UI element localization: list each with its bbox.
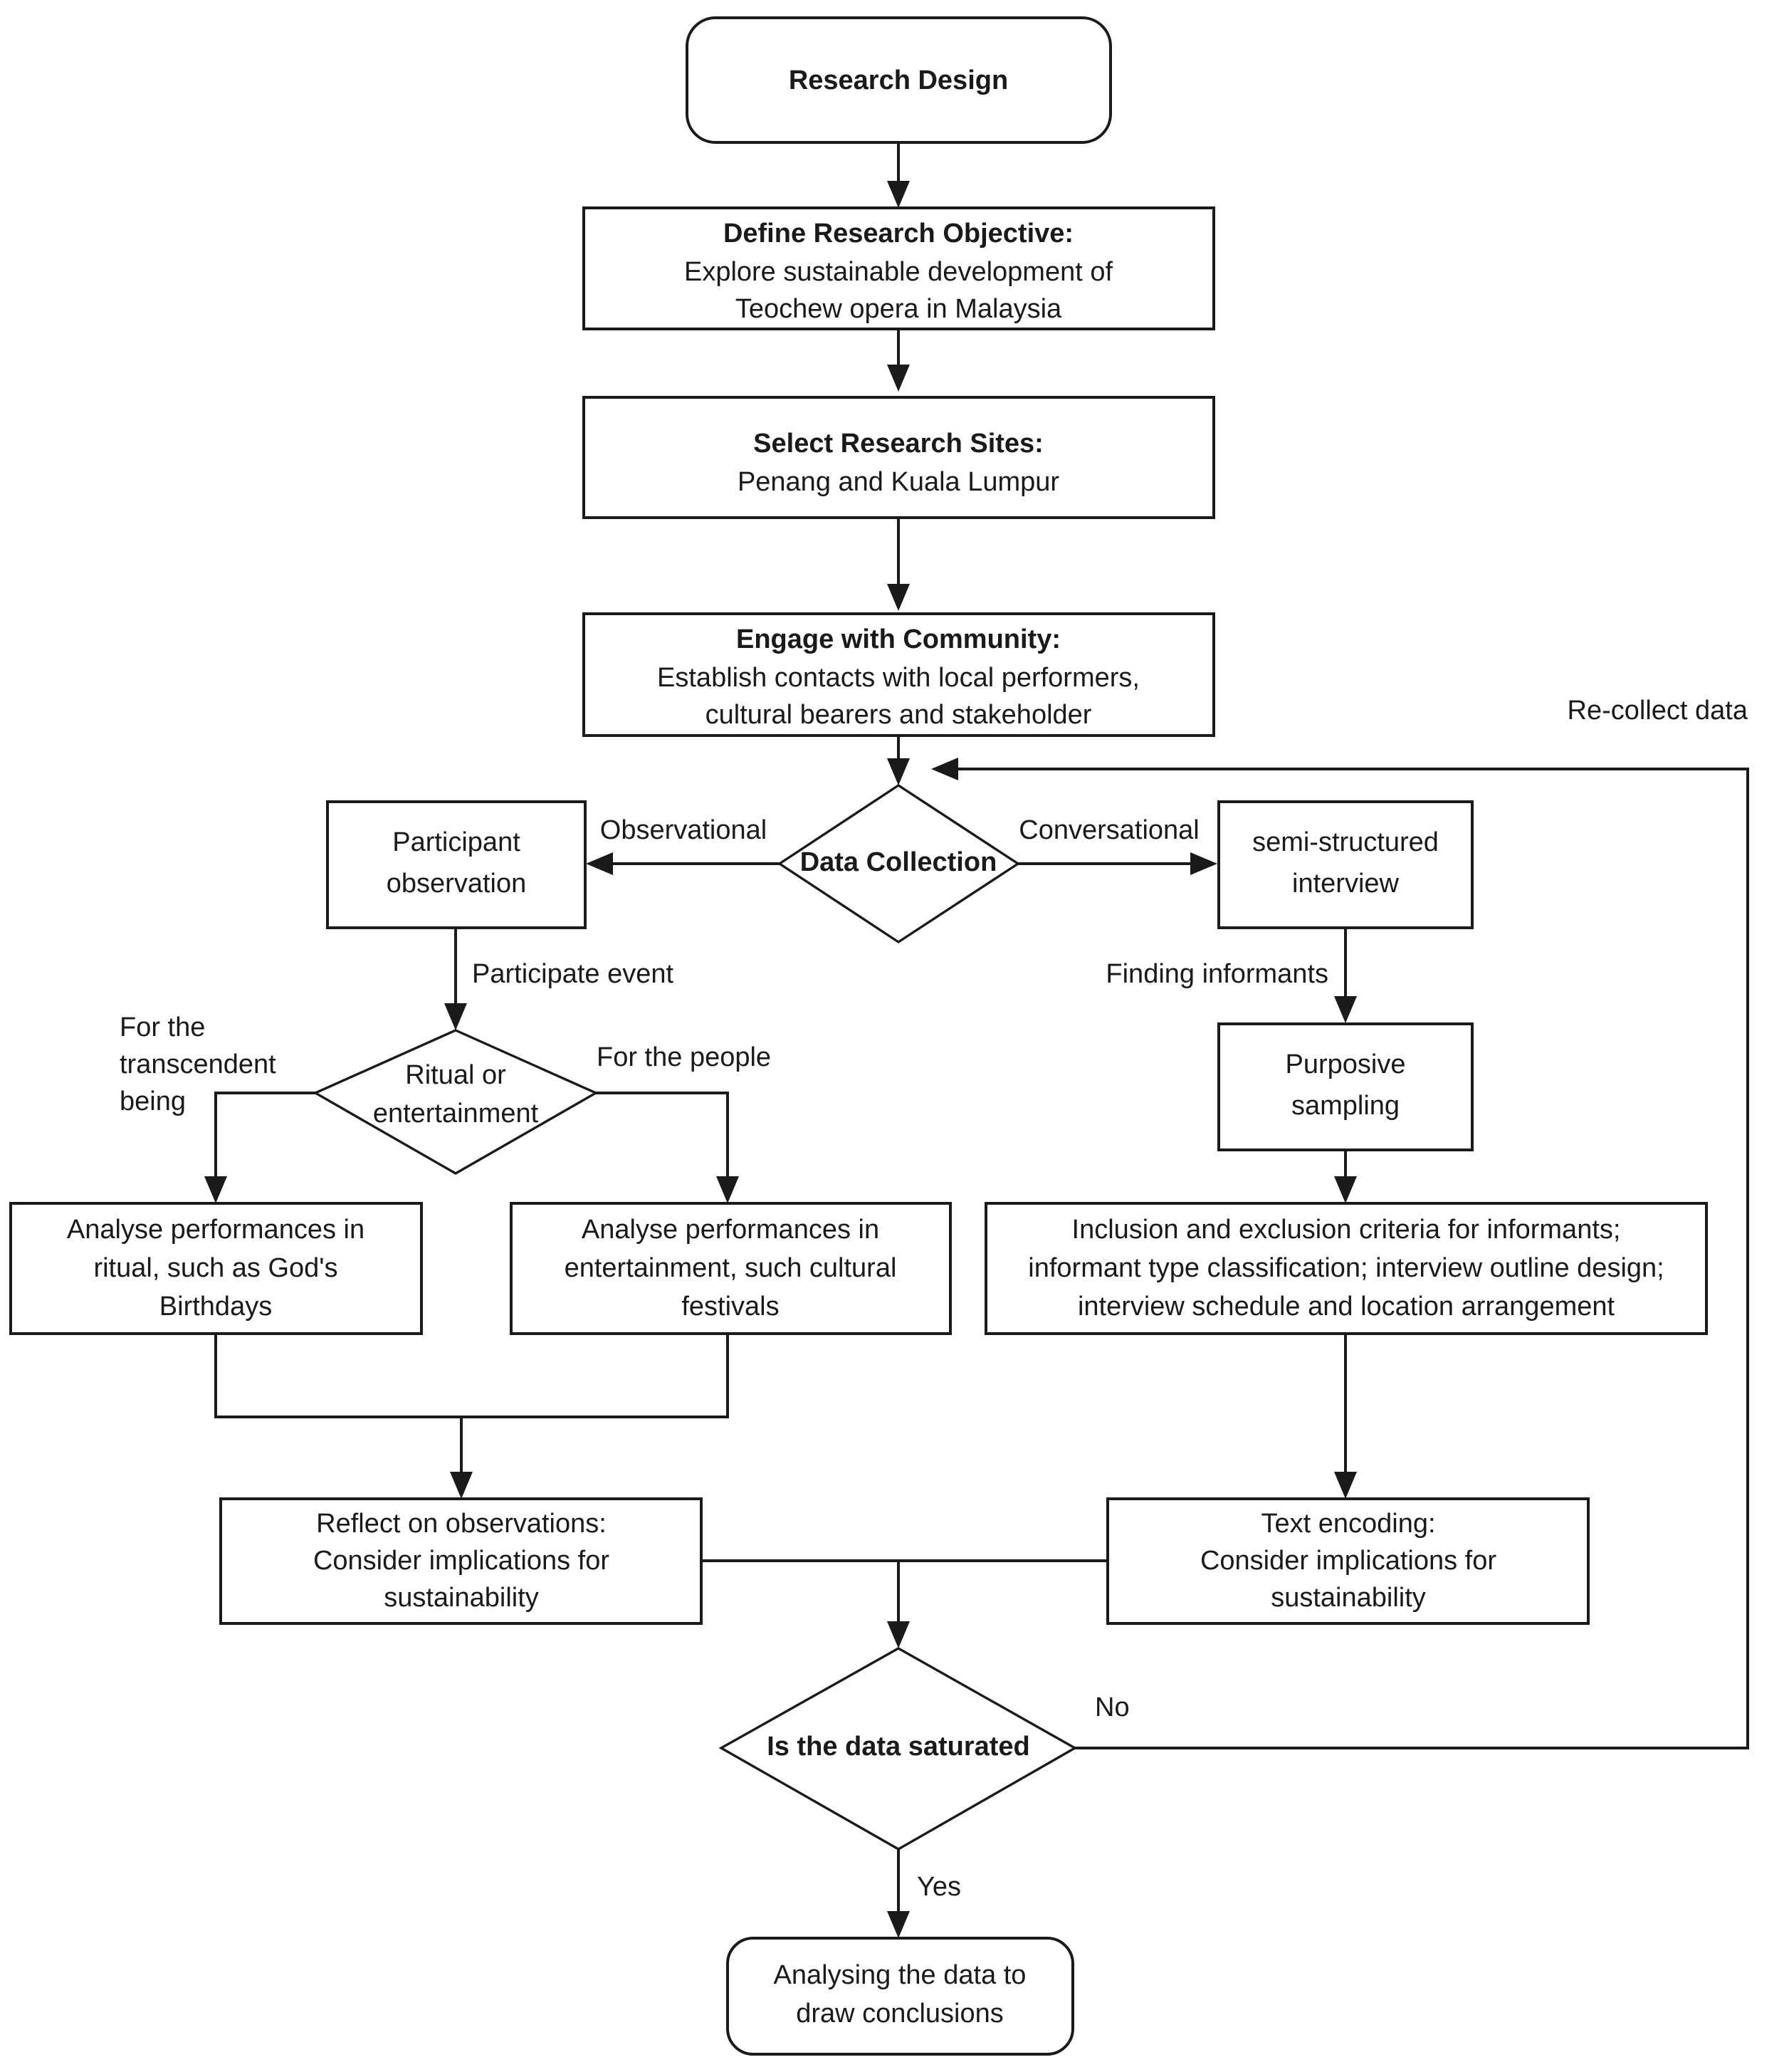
edge-criteria-to-text-encoding: [1334, 1334, 1357, 1499]
edge-label-no: No: [1095, 1692, 1130, 1722]
analyse-entertainment-box[interactable]: [510, 1202, 952, 1335]
node-ritual-or-entertainment[interactable]: Ritual or entertainment: [313, 1029, 599, 1175]
participant-observation-line-2: observation: [387, 869, 526, 899]
analyse-ritual-line-2: ritual, such as God's: [93, 1253, 337, 1283]
analyse-entertainment-line-1: Analyse performances in: [582, 1215, 879, 1245]
edge-label-for-transcendent-line-1: For the: [120, 1013, 205, 1042]
edge-label-yes: Yes: [917, 1872, 961, 1902]
analyse-entertainment-line-3: festivals: [681, 1292, 779, 1322]
edge-interview-to-purposive-sampling: [1334, 928, 1357, 1023]
text-encoding-line-3: sustainability: [1271, 1583, 1426, 1613]
define-objective-heading: Define Research Objective:: [723, 219, 1074, 248]
reflect-observations-line-1: Reflect on observations:: [316, 1509, 607, 1539]
select-sites-box[interactable]: [582, 396, 1215, 519]
analysing-conclusions-line-1: Analysing the data to: [774, 1960, 1027, 1990]
criteria-line-3: interview schedule and location arrangem…: [1078, 1292, 1615, 1322]
edge-data-collection-to-semi-structured-interview: [1018, 852, 1217, 875]
participant-observation-box[interactable]: [326, 800, 587, 929]
edge-reflect-textencoding-to-saturation: [701, 1559, 1108, 1648]
edge-define-objective-to-select-sites: [887, 329, 910, 392]
analyse-entertainment-line-2: entertainment, such cultural: [565, 1253, 897, 1283]
node-select-research-sites[interactable]: Select Research Sites: Penang and Kuala …: [582, 396, 1215, 519]
data-collection-label: Data Collection: [800, 847, 997, 877]
edge-label-finding-informants: Finding informants: [1106, 959, 1328, 989]
reflect-observations-box[interactable]: [219, 1497, 703, 1625]
semi-structured-interview-line-2: interview: [1292, 869, 1399, 899]
edge-label-conversational: Conversational: [1019, 815, 1199, 845]
node-data-saturated[interactable]: Is the data saturated: [718, 1647, 1078, 1851]
text-encoding-line-2: Consider implications for: [1200, 1546, 1496, 1576]
research-design-box[interactable]: [686, 16, 1112, 144]
edge-label-participate-event: Participate event: [472, 959, 673, 989]
purposive-sampling-line-2: sampling: [1291, 1091, 1400, 1121]
define-objective-line-2: Teochew opera in Malaysia: [735, 294, 1062, 324]
ritual-or-entertainment-line-2: entertainment: [373, 1099, 539, 1129]
edge-research-design-to-define-objective: [887, 142, 910, 208]
data-collection-diamond[interactable]: [777, 783, 1021, 944]
edge-recollect-data-loop: [931, 758, 1749, 1749]
select-sites-line-1: Penang and Kuala Lumpur: [738, 467, 1059, 497]
define-objective-line-1: Explore sustainable development of: [684, 257, 1113, 287]
node-engage-with-community[interactable]: Engage with Community: Establish contact…: [582, 612, 1215, 737]
edge-engage-community-to-data-collection: [887, 736, 910, 785]
data-saturated-diamond[interactable]: [718, 1647, 1078, 1851]
edge-purposive-sampling-to-criteria: [1334, 1150, 1357, 1203]
edge-data-collection-to-participant-observation: [586, 852, 780, 875]
engage-community-line-1: Establish contacts with local performers…: [657, 663, 1140, 693]
edge-select-sites-to-engage-community: [887, 518, 910, 611]
node-reflect-observations[interactable]: Reflect on observations: Consider implic…: [219, 1497, 703, 1625]
node-analyse-entertainment[interactable]: Analyse performances in entertainment, s…: [510, 1202, 952, 1335]
edge-ritual-diamond-to-analyse-entertainment: [596, 1092, 739, 1203]
edge-label-for-transcendent-line-3: being: [120, 1087, 186, 1116]
engage-community-box[interactable]: [582, 612, 1215, 737]
edge-label-recollect-data: Re-collect data: [1568, 696, 1748, 726]
node-data-collection[interactable]: Data Collection: [777, 783, 1021, 944]
define-objective-box[interactable]: [582, 206, 1215, 330]
edge-ritual-diamond-to-analyse-ritual: [204, 1092, 315, 1203]
node-criteria[interactable]: Inclusion and exclusion criteria for inf…: [985, 1202, 1708, 1335]
node-research-design[interactable]: Research Design: [686, 16, 1112, 144]
node-purposive-sampling[interactable]: Purposive sampling: [1217, 1022, 1474, 1151]
participant-observation-line-1: Participant: [392, 827, 520, 857]
node-analyse-ritual[interactable]: Analyse performances in ritual, such as …: [9, 1202, 423, 1335]
purposive-sampling-line-1: Purposive: [1286, 1050, 1406, 1079]
node-analysing-conclusions[interactable]: Analysing the data to draw conclusions: [726, 1937, 1074, 2056]
research-design-label: Research Design: [789, 66, 1008, 95]
edge-analyse-boxes-merge-to-reflect: [214, 1334, 729, 1499]
edge-saturation-yes-to-analysing: [887, 1849, 910, 1938]
ritual-or-entertainment-diamond[interactable]: [313, 1029, 599, 1175]
criteria-line-2: informant type classification; interview…: [1028, 1253, 1664, 1283]
data-saturated-label: Is the data saturated: [767, 1732, 1030, 1762]
node-participant-observation[interactable]: Participant observation: [326, 800, 587, 929]
select-sites-heading: Select Research Sites:: [753, 429, 1044, 459]
engage-community-heading: Engage with Community:: [736, 624, 1061, 654]
reflect-observations-line-2: Consider implications for: [313, 1546, 609, 1576]
semi-structured-interview-line-1: semi-structured: [1252, 827, 1439, 857]
criteria-box[interactable]: [985, 1202, 1708, 1335]
analysing-conclusions-box[interactable]: [726, 1937, 1074, 2056]
node-text-encoding[interactable]: Text encoding: Consider implications for…: [1106, 1497, 1590, 1625]
criteria-line-1: Inclusion and exclusion criteria for inf…: [1072, 1215, 1621, 1245]
edge-label-for-transcendent-line-2: transcendent: [120, 1050, 276, 1079]
edge-label-observational: Observational: [600, 815, 767, 845]
text-encoding-line-1: Text encoding:: [1261, 1509, 1435, 1539]
text-encoding-box[interactable]: [1106, 1497, 1590, 1625]
analyse-ritual-box[interactable]: [9, 1202, 423, 1335]
edge-label-for-the-people: For the people: [597, 1042, 771, 1072]
analyse-ritual-line-1: Analyse performances in: [67, 1215, 364, 1245]
analyse-ritual-line-3: Birthdays: [159, 1292, 272, 1322]
engage-community-line-2: cultural bearers and stakeholder: [705, 700, 1092, 730]
node-semi-structured-interview[interactable]: semi-structured interview: [1217, 800, 1474, 929]
purposive-sampling-box[interactable]: [1217, 1022, 1474, 1151]
analysing-conclusions-line-2: draw conclusions: [796, 1999, 1003, 2029]
semi-structured-interview-box[interactable]: [1217, 800, 1474, 929]
node-define-research-objective[interactable]: Define Research Objective: Explore susta…: [582, 206, 1215, 330]
edge-participant-observation-to-ritual-diamond: [444, 928, 467, 1030]
reflect-observations-line-3: sustainability: [384, 1583, 539, 1613]
ritual-or-entertainment-line-1: Ritual or: [405, 1060, 506, 1090]
